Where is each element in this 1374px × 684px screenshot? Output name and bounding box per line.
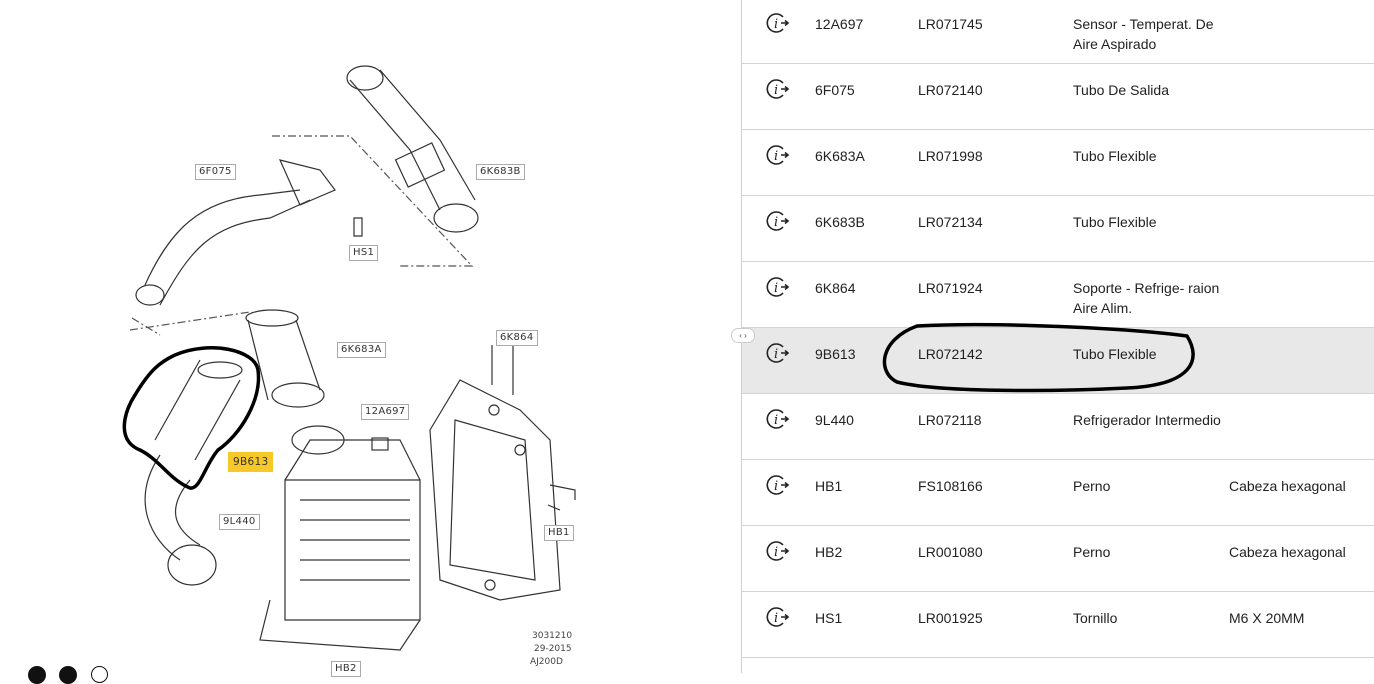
table-row[interactable]: i 6K683A LR071998 Tubo Flexible	[742, 130, 1374, 196]
svg-text:i: i	[774, 17, 778, 32]
callout-hb2[interactable]: HB2	[331, 661, 361, 677]
description-cell: Soporte - Refrige- raion Aire Alim.	[1073, 280, 1220, 316]
info-icon[interactable]: i	[766, 473, 790, 502]
ref-cell: 9L440	[815, 412, 854, 428]
table-row[interactable]: i HB2 LR001080 Perno Cabeza hexagonal	[742, 526, 1374, 592]
exploded-view-drawing	[122, 65, 576, 651]
table-row[interactable]: i 6K683B LR072134 Tubo Flexible	[742, 196, 1374, 262]
info-icon[interactable]: i	[766, 275, 790, 304]
part-number-cell: LR072118	[918, 412, 982, 428]
description-cell: Sensor - Temperat. De Aire Aspirado	[1073, 16, 1214, 52]
callout-9l440[interactable]: 9L440	[219, 514, 260, 530]
svg-text:i: i	[774, 83, 778, 98]
info-icon[interactable]: i	[766, 143, 790, 172]
diagram-date: 29-2015	[534, 644, 572, 654]
table-row[interactable]: i HS1 LR001925 Tornillo M6 X 20MM	[742, 592, 1374, 658]
callout-6k683a[interactable]: 6K683A	[337, 342, 386, 358]
part-number-cell: LR072140	[918, 82, 983, 98]
parts-diagram[interactable]: 6F075 6K683B HS1 6K683A 6K864 12A697 9B6…	[0, 0, 741, 684]
zoom-in-button[interactable]	[28, 666, 46, 684]
parts-table: i 12A697 LR071745 Sensor - Temperat. De …	[742, 0, 1374, 658]
ref-cell: 6K683B	[815, 214, 865, 230]
callout-6f075[interactable]: 6F075	[195, 164, 236, 180]
hand-drawn-circle	[882, 322, 1195, 393]
split-handle[interactable]: ‹ ›	[731, 328, 755, 343]
part-number-cell: FS108166	[918, 478, 983, 494]
part-number-cell: LR071745	[918, 16, 983, 32]
info-icon[interactable]: i	[766, 341, 790, 370]
info-icon[interactable]: i	[766, 539, 790, 568]
callout-9b613-highlighted[interactable]: 9B613	[228, 452, 274, 472]
callout-6k683b[interactable]: 6K683B	[476, 164, 525, 180]
diagram-engine: AJ200D	[530, 657, 563, 667]
description-cell: Tubo Flexible	[1073, 214, 1157, 230]
svg-text:i: i	[774, 479, 778, 494]
ref-cell: 9B613	[815, 346, 856, 362]
table-row[interactable]: i HB1 FS108166 Perno Cabeza hexagonal	[742, 460, 1374, 526]
part-number-cell: LR071998	[918, 148, 983, 164]
description-cell: Tubo Flexible	[1073, 346, 1157, 362]
table-row[interactable]: i 6F075 LR072140 Tubo De Salida	[742, 64, 1374, 130]
part-number-cell: LR072142	[918, 346, 983, 362]
callout-6k864[interactable]: 6K864	[496, 330, 538, 346]
callout-hs1[interactable]: HS1	[349, 245, 379, 261]
description-cell: Tubo De Salida	[1073, 82, 1169, 98]
info-icon[interactable]: i	[766, 11, 790, 40]
note-cell: Cabeza hexagonal	[1229, 478, 1346, 494]
part-number-cell: LR071924	[918, 280, 983, 296]
info-icon[interactable]: i	[766, 209, 790, 238]
ref-cell: HB1	[815, 478, 843, 494]
info-icon[interactable]: i	[766, 77, 790, 106]
description-cell: Perno	[1073, 478, 1111, 494]
ref-cell: HB2	[815, 544, 843, 560]
zoom-out-button[interactable]	[59, 666, 77, 684]
description-cell: Tubo Flexible	[1073, 148, 1157, 164]
ref-cell: 12A697	[815, 16, 864, 32]
reset-view-button[interactable]	[91, 666, 108, 683]
table-row[interactable]: i 9L440 LR072118 Refrigerador Intermedio	[742, 394, 1374, 460]
description-cell: Tornillo	[1073, 610, 1118, 626]
svg-text:i: i	[774, 347, 778, 362]
svg-text:i: i	[774, 281, 778, 296]
ref-cell: 6K683A	[815, 148, 865, 164]
part-number-cell: LR001925	[918, 610, 983, 626]
diagram-code: 3031210	[532, 631, 573, 641]
note-cell: Cabeza hexagonal	[1229, 544, 1346, 560]
ref-cell: 6K864	[815, 280, 856, 296]
callout-hb1[interactable]: HB1	[544, 525, 574, 541]
svg-text:i: i	[774, 413, 778, 428]
description-cell: Refrigerador Intermedio	[1073, 412, 1221, 428]
ref-cell: HS1	[815, 610, 843, 626]
table-row[interactable]: i 12A697 LR071745 Sensor - Temperat. De …	[742, 0, 1374, 64]
table-row[interactable]: i 9B613 LR072142 Tubo Flexible	[742, 328, 1374, 394]
info-icon[interactable]: i	[766, 605, 790, 634]
ref-cell: 6F075	[815, 82, 855, 98]
part-number-cell: LR072134	[918, 214, 983, 230]
svg-text:i: i	[774, 611, 778, 626]
svg-text:i: i	[774, 215, 778, 230]
callout-12a697[interactable]: 12A697	[361, 404, 410, 420]
table-row[interactable]: i 6K864 LR071924 Soporte - Refrige- raio…	[742, 262, 1374, 328]
svg-text:i: i	[774, 545, 778, 560]
note-cell: M6 X 20MM	[1229, 610, 1305, 626]
part-number-cell: LR001080	[918, 544, 983, 560]
description-cell: Perno	[1073, 544, 1111, 560]
info-icon[interactable]: i	[766, 407, 790, 436]
svg-text:i: i	[774, 149, 778, 164]
